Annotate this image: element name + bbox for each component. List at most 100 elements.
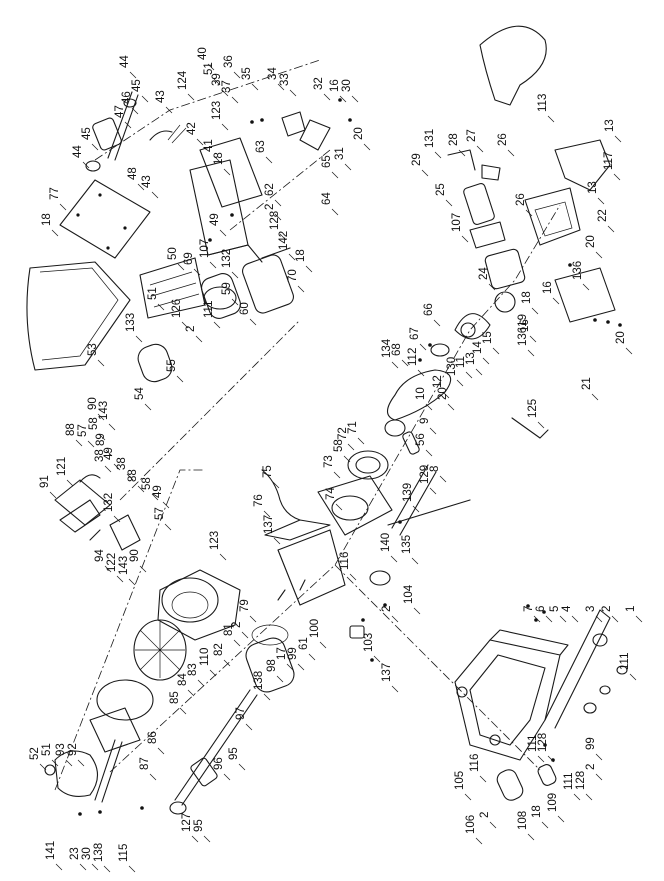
callout: 107 (199, 239, 211, 258)
callout: 58 (141, 477, 153, 490)
frame-50 (139, 257, 206, 319)
leader-line (113, 515, 121, 523)
leader-line (391, 615, 399, 623)
callout: 38 (116, 457, 128, 470)
leader-line (351, 95, 359, 103)
callout: 113 (537, 94, 549, 112)
leader-line (209, 669, 217, 677)
leader-line (305, 265, 313, 273)
callout: 68 (391, 343, 403, 356)
impeller-15 (430, 313, 491, 357)
leader-line (124, 121, 132, 129)
callout: 88 (127, 469, 139, 482)
leader-line (55, 863, 63, 871)
wrench-125 (511, 417, 549, 439)
callout: 60 (239, 302, 251, 315)
leader-line (595, 615, 603, 623)
callout: 136 (572, 261, 584, 280)
callout: 84 (177, 673, 189, 686)
callout: 17 (276, 647, 288, 660)
callout: 108 (517, 811, 529, 830)
callout: 44 (72, 145, 84, 158)
callout: 48 (127, 167, 139, 180)
callout: 92 (67, 743, 79, 756)
housing-74 (317, 475, 393, 536)
cap-92 (44, 750, 99, 797)
wheel-110 (133, 619, 187, 681)
cylinder-105 (496, 764, 557, 801)
leader-line (489, 821, 497, 829)
leader-line (221, 123, 229, 131)
callout: 129 (419, 465, 431, 484)
callout: 139 (402, 483, 414, 502)
leader-line (545, 615, 553, 623)
callout: 51 (41, 743, 53, 756)
callout: 40 (197, 47, 209, 60)
leader-line (344, 163, 352, 171)
callout: 127 (181, 813, 193, 832)
callout: 47 (114, 105, 126, 118)
callout: 2 (231, 622, 243, 628)
leader-line (157, 747, 165, 755)
leader-line (331, 171, 339, 179)
callout: 18 (295, 249, 307, 262)
callout: 10 (415, 387, 427, 400)
callout: 88 (65, 423, 77, 436)
callout: 16 (542, 281, 554, 294)
leader-line (525, 209, 533, 217)
callout: 52 (29, 747, 41, 760)
callout: 32 (313, 77, 325, 90)
leader-line (193, 268, 201, 276)
callout: 142 (278, 231, 290, 250)
callout: 13 (465, 352, 477, 365)
leader-line (507, 149, 515, 157)
callout: 37 (221, 80, 233, 93)
leader-line (335, 503, 343, 511)
leader-line (181, 321, 189, 329)
callout: 31 (334, 147, 346, 160)
callout: 41 (203, 139, 215, 152)
leader-line (203, 835, 211, 843)
leader-line (75, 439, 83, 447)
callout: 21 (581, 377, 593, 390)
leader-line (187, 93, 195, 101)
leader-line (456, 379, 464, 387)
leader-line (537, 421, 545, 429)
leader-line (97, 359, 105, 367)
callout: 90 (87, 397, 99, 410)
callout: 65 (321, 155, 333, 168)
leader-line (297, 285, 305, 293)
leader-line (461, 235, 469, 243)
leader-line (221, 89, 229, 97)
leader-line (273, 537, 281, 545)
callout: 128 (575, 771, 587, 790)
leader-line (116, 575, 124, 583)
shaft-assembly (85, 91, 139, 172)
callout: 67 (409, 327, 421, 340)
callout: 72 (337, 427, 349, 440)
leader-line (541, 821, 549, 829)
callout: 132 (221, 249, 233, 268)
callout: 20 (585, 235, 597, 248)
callout: 83 (187, 663, 199, 676)
leader-line (429, 487, 437, 495)
callout: 59 (221, 282, 233, 295)
callout: 75 (262, 465, 274, 478)
leader-line (139, 565, 147, 573)
leader-line (104, 465, 112, 473)
leader-line (391, 685, 399, 693)
callout: 86 (147, 731, 159, 744)
callout: 61 (298, 637, 310, 650)
callout: 30 (81, 847, 93, 860)
leader-line (425, 403, 433, 411)
callout: 20 (353, 127, 365, 140)
leader-line (251, 83, 259, 91)
callout-labels: 44 45 46 47 45 44 43 43 48 77 18 124 40 … (29, 47, 637, 862)
motor-housings (137, 247, 294, 383)
callout: 135 (401, 535, 413, 554)
leader-line (231, 298, 239, 306)
leader-line (413, 607, 421, 615)
callout: 93 (55, 743, 67, 756)
callout: 44 (119, 55, 131, 68)
